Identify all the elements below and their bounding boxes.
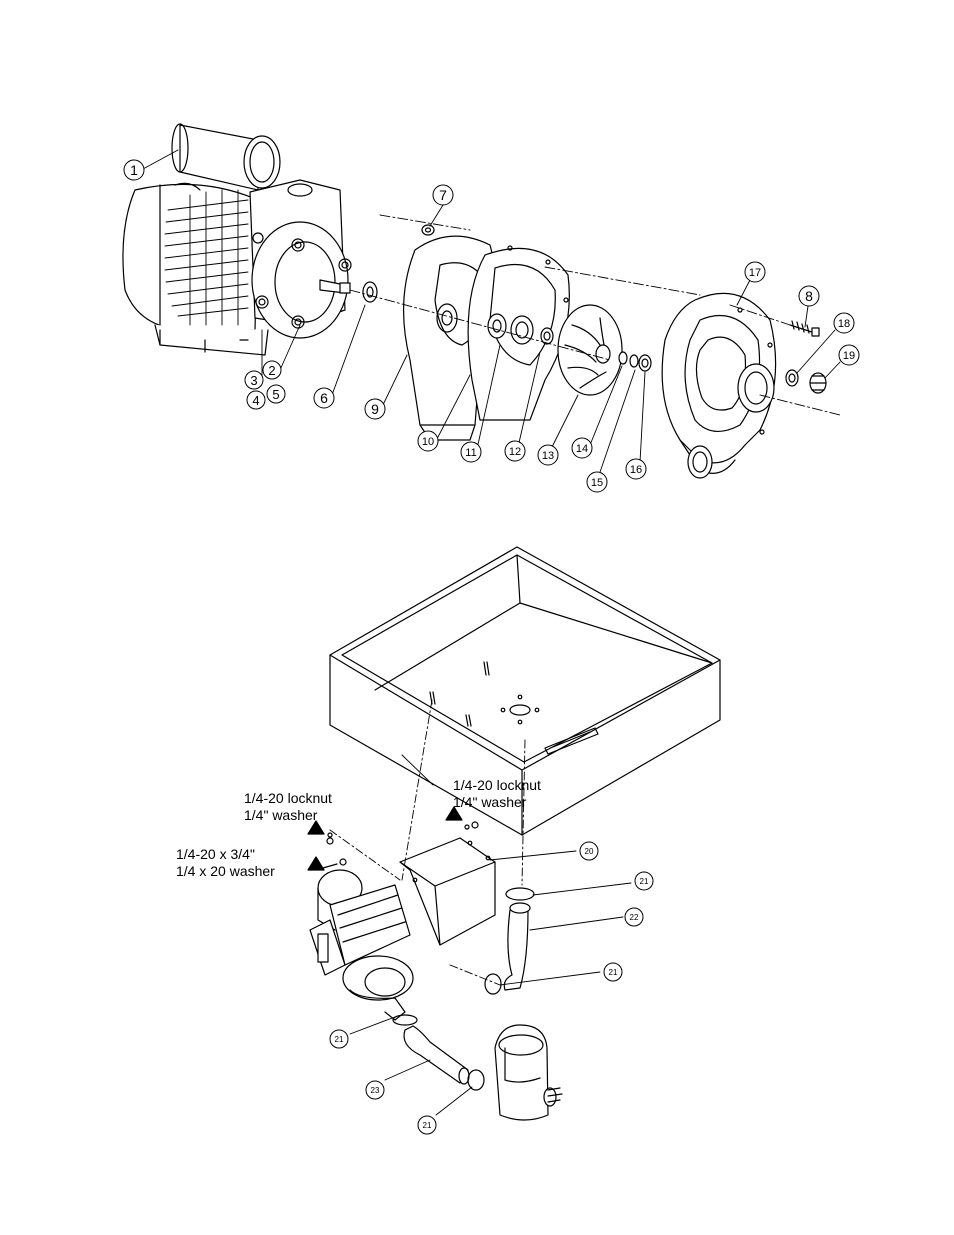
o-ring-part [785, 369, 799, 387]
callout-23 [365, 1080, 385, 1100]
note-line: 1/4" washer [244, 807, 318, 823]
callout-13 [537, 444, 559, 466]
callout-label: 21 [423, 1121, 432, 1130]
callout-label: 21 [609, 968, 618, 977]
impeller-washer-part [618, 351, 652, 372]
callout-11 [460, 441, 482, 463]
callout-17 [744, 261, 766, 283]
callout-15 [586, 471, 608, 493]
motor-part [122, 179, 352, 356]
warning-triangle-icon [307, 820, 325, 835]
callout-21 [603, 962, 623, 982]
washer-part [362, 281, 378, 303]
locknut-washer-part [322, 821, 479, 869]
warning-triangle-icon [307, 856, 325, 871]
drain-pan-part [329, 546, 721, 836]
callout-3 [244, 370, 264, 390]
callout-label: 7 [439, 187, 447, 203]
callout-label: 18 [838, 318, 850, 330]
note-line: 1/4" washer [453, 794, 527, 810]
callout-label: 21 [335, 1035, 344, 1044]
callout-8 [798, 285, 820, 307]
callout-21 [634, 871, 654, 891]
callout-label: 1 [130, 162, 138, 178]
callout-5 [266, 384, 286, 404]
hose-23-part [403, 1025, 470, 1085]
callout-16 [625, 458, 647, 480]
pump-motor-unit [309, 869, 414, 1021]
pump-motor-assembly [122, 123, 841, 479]
drain-trap-part [494, 1024, 563, 1121]
callout-20 [579, 841, 599, 861]
hose-22-part [503, 902, 531, 991]
hose-clamp-part [392, 887, 535, 1091]
hardware-note-bolt-left: 1/4-20 x 3/4" 1/4 x 20 washer [176, 846, 275, 880]
callout-9 [364, 398, 386, 420]
callout-7 [432, 184, 454, 206]
callout-label: 16 [630, 464, 642, 476]
hardware-note-locknut-left: 1/4-20 locknut 1/4" washer [244, 790, 332, 824]
callout-label: 17 [749, 267, 761, 279]
drain-plug-part [809, 372, 827, 394]
callout-label: 8 [805, 288, 813, 304]
callout-label: 13 [542, 450, 554, 462]
callout-label: 22 [630, 913, 639, 922]
callout-12 [504, 440, 526, 462]
callout-label: 9 [371, 401, 379, 417]
pump-housing-part [661, 292, 777, 479]
callout-4 [246, 390, 266, 410]
callout-label: 15 [591, 477, 603, 489]
callout-14 [571, 437, 593, 459]
callout-21 [329, 1029, 349, 1049]
callout-2 [262, 360, 282, 380]
capacitor-part [171, 123, 281, 191]
callout-label: 10 [422, 436, 434, 448]
callout-label: 2 [268, 363, 275, 378]
callout-19 [838, 344, 860, 366]
note-line: 1/4-20 locknut [244, 790, 332, 806]
callout-label: 12 [509, 446, 521, 458]
callout-6 [313, 387, 335, 409]
note-line: 1/4 x 20 washer [176, 863, 275, 879]
screw-part [789, 320, 820, 337]
callout-label: 23 [371, 1086, 380, 1095]
callout-10 [417, 430, 439, 452]
callout-label: 21 [640, 877, 649, 886]
nut-part [421, 224, 435, 236]
note-line: 1/4-20 locknut [453, 777, 541, 793]
callout-label: 3 [250, 373, 257, 388]
warning-triangle-icon [445, 806, 463, 821]
callout-18 [833, 312, 855, 334]
callout-label: 20 [585, 847, 594, 856]
callout-label: 11 [465, 447, 476, 459]
mounting-bracket-part [399, 837, 496, 946]
note-line: 1/4-20 x 3/4" [176, 846, 255, 862]
mechanical-seal-part [487, 313, 554, 345]
hardware-note-locknut-right: 1/4-20 locknut 1/4" washer [453, 777, 541, 811]
callout-21 [417, 1115, 437, 1135]
callout-label: 6 [320, 390, 328, 406]
callout-label: 4 [252, 393, 259, 408]
callout-label: 14 [576, 443, 588, 455]
callout-1 [123, 159, 145, 181]
callout-22 [624, 907, 644, 927]
impeller-part [557, 304, 623, 396]
callout-label: 5 [272, 387, 279, 402]
callout-label: 19 [843, 350, 855, 362]
drain-pan-assembly [307, 546, 721, 1121]
